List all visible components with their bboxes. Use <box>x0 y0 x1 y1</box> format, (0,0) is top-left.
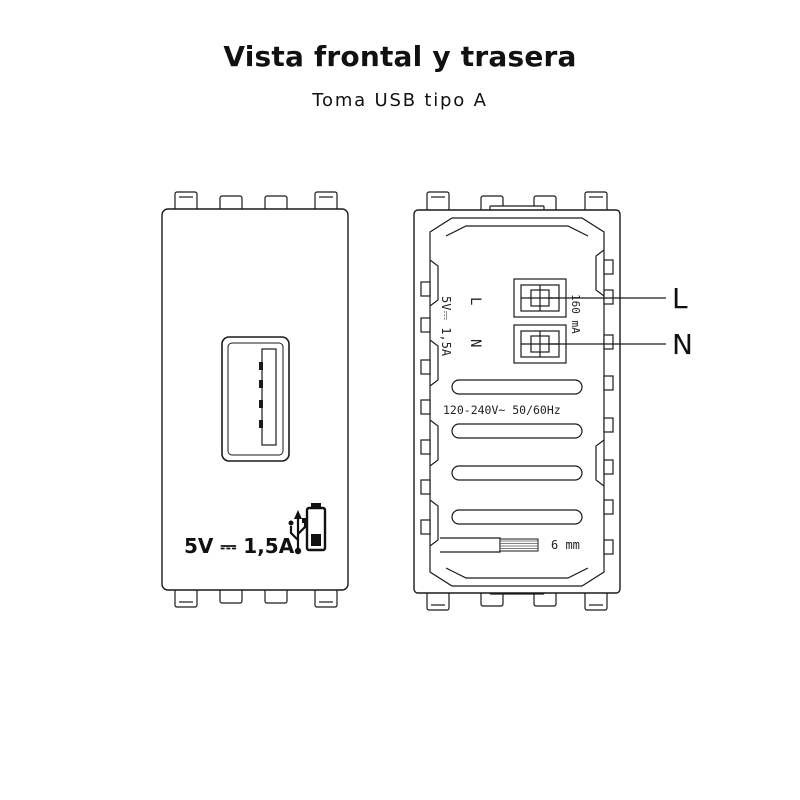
terminal-n-small-label: N <box>467 339 483 347</box>
battery-icon <box>305 503 327 552</box>
usb-trident-icon <box>288 510 308 555</box>
terminal-n <box>513 324 567 364</box>
side-rating-label: 5V⎓ 1,5A <box>439 296 453 357</box>
usb-port <box>221 336 290 462</box>
back-body <box>413 209 621 594</box>
strip-gauge <box>440 537 539 553</box>
terminal-l-small-label: L <box>467 297 483 305</box>
back-inner-frame <box>429 217 605 587</box>
current-label: 160 mA <box>569 294 582 334</box>
strip-length-label: 6 mm <box>551 538 580 552</box>
front-bottom-tabs <box>174 586 338 608</box>
right-ribs <box>595 249 614 555</box>
front-view: 5V ⎓ 1,5A <box>161 191 349 608</box>
front-rating-label: 5V ⎓ 1,5A <box>184 534 295 558</box>
callout-label-n: N <box>672 328 693 361</box>
page-title: Vista frontal y trasera <box>223 40 577 73</box>
left-ribs <box>420 259 439 547</box>
back-view: L N 5V⎓ 1,5A 160 mA 120-240V~ 50/60Hz 6 … <box>413 191 693 611</box>
voltage-label: 120-240V~ 50/60Hz <box>443 403 561 417</box>
page-subtitle: Toma USB tipo A <box>312 90 488 111</box>
cable-slots <box>451 379 583 525</box>
callout-label-l: L <box>672 282 688 315</box>
